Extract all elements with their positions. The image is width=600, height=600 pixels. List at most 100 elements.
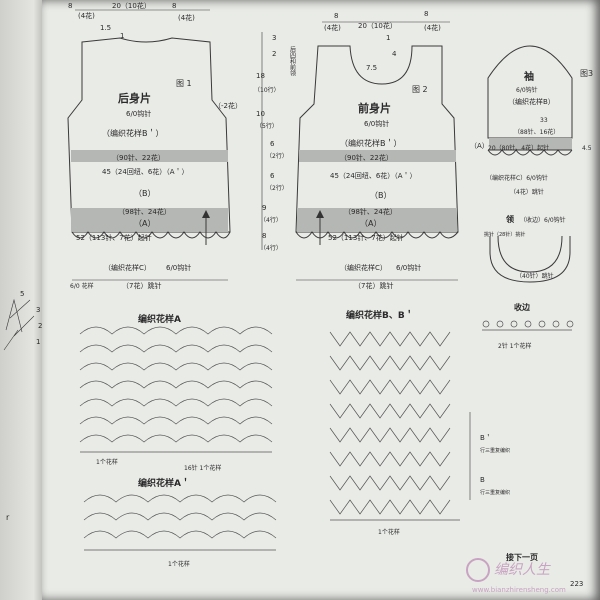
svg-text:6/0钩针: 6/0钩针 (166, 263, 191, 272)
svg-text:（98针、24花）: （98针、24花） (118, 207, 171, 216)
svg-text:7.5: 7.5 (366, 64, 377, 72)
svg-text:编织花样B、B＇: 编织花样B、B＇ (346, 309, 414, 321)
svg-text:挑针（28针）挑针: 挑针（28针）挑针 (484, 231, 525, 238)
svg-text:（4花）跳针: （4花）跳针 (510, 188, 544, 196)
svg-text:(4花): (4花) (178, 13, 195, 22)
svg-text:（7花）跳针: （7花）跳针 (122, 281, 161, 290)
svg-text:1: 1 (120, 32, 124, 40)
svg-text:1个花样: 1个花样 (96, 458, 118, 466)
svg-text:6/0钩针: 6/0钩针 (516, 86, 538, 94)
svg-text:（7花）跳针: （7花）跳针 (354, 281, 393, 290)
svg-text:(4花): (4花) (424, 23, 441, 32)
svg-text:（编织花样C）: （编织花样C） (104, 263, 151, 272)
svg-text:6/0 花样: 6/0 花样 (70, 282, 94, 290)
svg-text:(4花): (4花) (78, 11, 95, 20)
svg-text:（40针）跳针: （40针）跳针 (516, 272, 554, 280)
svg-text:收边: 收边 (514, 302, 531, 312)
back-fig-label: 图 1 (176, 79, 192, 88)
svg-text:8: 8 (262, 232, 266, 240)
svg-text:10: 10 (256, 110, 265, 118)
watermark-swirl-icon (466, 558, 490, 582)
svg-text:45（24回纽、6花）（A＇）: 45（24回纽、6花）（A＇） (102, 167, 189, 176)
left-stitch-label-2: 2 (38, 322, 42, 330)
svg-text:20（80针、4花）起针: 20（80针、4花）起针 (488, 144, 549, 152)
svg-text:20（10花）: 20（10花） (112, 1, 151, 10)
svg-text:20（10花）: 20（10花） (358, 21, 397, 30)
svg-text:1.5: 1.5 (100, 24, 111, 32)
svg-text:2: 2 (272, 50, 276, 58)
svg-text:（10行）: （10行） (254, 86, 280, 94)
svg-text:B: B (480, 476, 485, 484)
svg-text:（90针、22花）: （90针、22花） (112, 153, 165, 162)
left-stitch-label-1: 3 (36, 306, 40, 314)
front-piece-diagram: 后四和前领 图 2 前身片 6/0钩针 （编织花样B＇） （90针、22花） 4… (289, 45, 459, 290)
pattern-a-prime-chart: 编织花样A＇ 1个花样 (83, 477, 277, 568)
svg-text:（B）: （B） (370, 191, 392, 200)
vertical-dimension-scale: 3 2 18 （10行） 10 （5行） 6 （2行） 6 （2行） 9 （4行… (254, 32, 288, 252)
svg-text:(4花): (4花) (324, 23, 341, 32)
front-title: 前身片 (358, 101, 391, 115)
svg-text:33: 33 (540, 117, 548, 124)
svg-text:行三重复编织: 行三重复编织 (480, 489, 510, 496)
svg-text:（A）: （A） (470, 142, 489, 150)
svg-text:编织花样A＇: 编织花样A＇ (138, 477, 190, 489)
svg-text:（88针、16花）: （88针、16花） (514, 128, 559, 136)
svg-text:图3: 图3 (580, 69, 593, 78)
svg-text:（98针、24花）: （98针、24花） (344, 207, 397, 216)
svg-text:（收边）6/0钩针: （收边）6/0钩针 (520, 216, 566, 224)
svg-text:（2行）: （2行） (266, 152, 288, 160)
svg-text:18: 18 (256, 72, 265, 80)
svg-text:编织花样A: 编织花样A (138, 313, 181, 325)
svg-text:6: 6 (270, 140, 275, 148)
collar-diagram: 领 （收边）6/0钩针 挑针（28针）挑针 （40针）跳针 (484, 214, 571, 283)
pattern-a-chart: 编织花样A 1个花样 16针 1个花样 (79, 313, 273, 472)
back-title: 后身片 (118, 91, 151, 105)
svg-text:（编织花样C）6/0钩针: （编织花样C）6/0钩针 (486, 174, 548, 182)
svg-text:B＇: B＇ (480, 434, 492, 442)
continued-label: 接下一页 (506, 552, 538, 562)
book-page (42, 0, 600, 600)
left-page-fragment: 3 2 1 5 r (3, 290, 42, 522)
svg-text:8: 8 (68, 2, 72, 10)
left-stitch-label-3: 1 (36, 338, 40, 346)
svg-text:16针 1个花样: 16针 1个花样 (184, 464, 221, 472)
left-stitch-label-4: 5 (20, 290, 24, 298)
svg-text:（B）: （B） (134, 189, 156, 198)
watermark-url: www.bianzhirensheng.com (472, 586, 566, 594)
front-top-dims: 8 (4花) 20（10花） 8 (4花) 7.5 4 1 (322, 10, 450, 72)
svg-text:6: 6 (270, 172, 275, 180)
page-number: 223 (570, 580, 583, 588)
svg-text:8: 8 (334, 12, 338, 20)
svg-text:（90针、22花）: （90针、22花） (340, 153, 393, 162)
svg-text:（A）: （A） (134, 219, 155, 228)
svg-text:4.5: 4.5 (582, 145, 592, 152)
svg-text:（4行）: （4行） (260, 244, 282, 252)
svg-text:6/0钩针: 6/0钩针 (126, 109, 151, 118)
svg-text:（编织花样B＇）: （编织花样B＇） (102, 128, 164, 138)
svg-text:1: 1 (386, 34, 390, 42)
sleeve-diagram: 图3 袖 6/0钩针 （编织花样B） 33 （88针、16花） （A） 20（8… (470, 45, 593, 196)
svg-text:（A）: （A） (360, 219, 381, 228)
svg-text:52（113针、7花）起针: 52（113针、7花）起针 (328, 233, 404, 242)
svg-text:45（24回纽、6花）（A＇）: 45（24回纽、6花）（A＇） (330, 171, 417, 180)
pattern-b-chart: 编织花样B、B＇ B＇ 行三重复编织 B 行三重复编织 1个花样 (329, 309, 510, 536)
svg-text:（编织花样C）: （编织花样C） (340, 263, 387, 272)
svg-text:（-2花）: （-2花） (214, 101, 242, 110)
edging-chart: 收边 2针 1个花样 (482, 302, 574, 350)
front-fig-label: 图 2 (412, 85, 428, 94)
svg-text:（5行）: （5行） (256, 122, 278, 130)
svg-text:6/0钩针: 6/0钩针 (396, 263, 421, 272)
svg-text:（编织花样B）: （编织花样B） (508, 97, 555, 106)
svg-text:（2行）: （2行） (266, 184, 288, 192)
svg-text:2针 1个花样: 2针 1个花样 (498, 342, 532, 350)
svg-text:8: 8 (424, 10, 428, 18)
back-top-dims: 8 (4花) 20（10花） 8 (4花) 1.5 1 (68, 1, 210, 40)
left-page-edge (0, 0, 48, 600)
svg-text:9: 9 (262, 204, 266, 212)
sleeve-title: 袖 (523, 70, 534, 83)
svg-text:8: 8 (172, 2, 176, 10)
watermark-logo: 编织人生 (494, 562, 551, 578)
svg-text:4: 4 (392, 50, 397, 58)
back-piece-diagram: 图 1 后身片 6/0钩针 （编织花样B＇） （-2花） （90针、22花） 4… (67, 37, 242, 290)
